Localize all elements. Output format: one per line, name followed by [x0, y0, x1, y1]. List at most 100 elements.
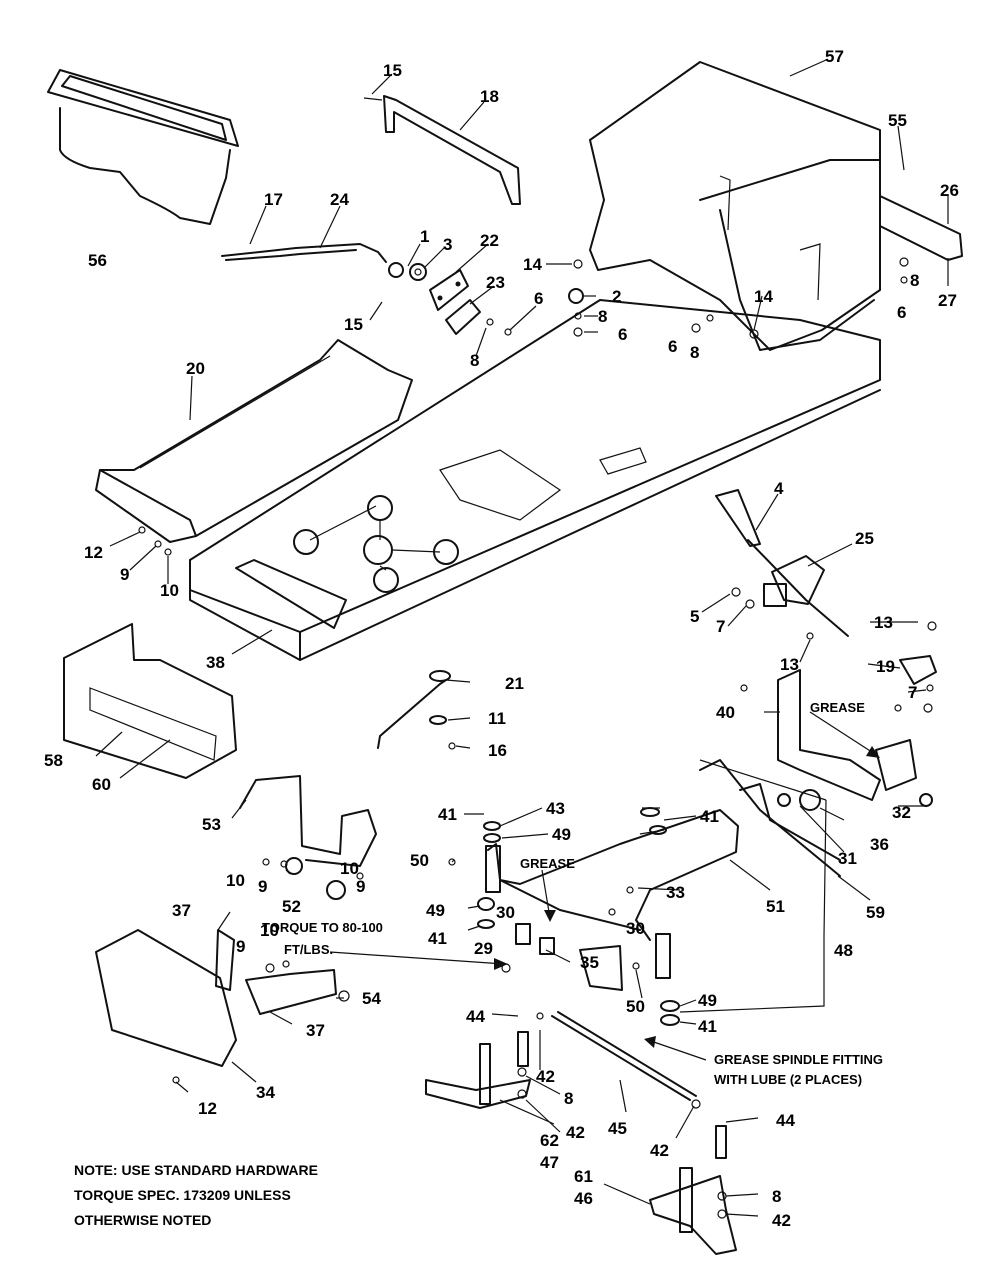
- label-52: 52: [282, 897, 301, 916]
- part-20-footrest: [95, 339, 413, 543]
- label-34: 34: [256, 1083, 275, 1102]
- label-33: 33: [666, 883, 685, 902]
- note-line-1: NOTE: USE STANDARD HARDWARE: [74, 1162, 318, 1178]
- part-34-weight: [95, 929, 337, 1067]
- label-3: 3: [443, 235, 452, 254]
- spindle-label-line1: GREASE SPINDLE FITTING: [714, 1052, 883, 1067]
- label-42b: 42: [566, 1123, 585, 1142]
- label-6d: 6: [668, 337, 677, 356]
- label-14a: 14: [523, 255, 542, 274]
- label-50a: 50: [410, 851, 429, 870]
- part-21-rod: [377, 670, 451, 749]
- label-9c: 9: [356, 877, 365, 896]
- label-15: 15: [383, 61, 402, 80]
- label-30a: 30: [496, 903, 515, 922]
- label-44b: 44: [776, 1111, 795, 1130]
- label-40: 40: [716, 703, 735, 722]
- label-41d: 41: [698, 1017, 717, 1036]
- note-line-3: OTHERWISE NOTED: [74, 1212, 212, 1228]
- label-59: 59: [866, 903, 885, 922]
- label-27: 27: [938, 291, 957, 310]
- label-42c: 42: [650, 1141, 669, 1160]
- label-23: 23: [486, 273, 505, 292]
- label-9a: 9: [120, 565, 129, 584]
- label-17: 17: [264, 190, 283, 209]
- label-62: 62: [540, 1131, 559, 1150]
- label-10c: 10: [226, 871, 245, 890]
- label-20: 20: [186, 359, 205, 378]
- label-4: 4: [774, 479, 784, 498]
- grease-label-b: GREASE: [520, 856, 575, 871]
- label-12b: 12: [198, 1099, 217, 1118]
- label-7b: 7: [908, 683, 917, 702]
- label-8b: 8: [598, 307, 607, 326]
- part-27-rail: [879, 195, 963, 261]
- part-45-tie-rod: [551, 1011, 697, 1101]
- label-38: 38: [206, 653, 225, 672]
- label-11: 11: [488, 709, 506, 728]
- label-51: 51: [766, 897, 785, 916]
- label-15b: 15: [344, 315, 363, 334]
- label-8c: 8: [690, 343, 699, 362]
- torque-label-line2: FT/LBS.: [284, 942, 333, 957]
- label-56: 56: [88, 251, 107, 270]
- annotations: GREASE GREASE TORQUE TO 80-100 FT/LBS. G…: [262, 700, 883, 1087]
- label-53: 53: [202, 815, 221, 834]
- label-16: 16: [488, 741, 507, 760]
- small-fasteners: [138, 257, 937, 1219]
- label-48: 48: [834, 941, 853, 960]
- label-8f: 8: [772, 1187, 781, 1206]
- label-46: 46: [574, 1189, 593, 1208]
- label-13a: 13: [874, 613, 893, 632]
- label-1: 1: [420, 227, 429, 246]
- part-4-lever: [715, 489, 849, 637]
- label-7a: 7: [716, 617, 725, 636]
- part-56-tray: [47, 69, 239, 225]
- label-43: 43: [546, 799, 565, 818]
- label-19: 19: [876, 657, 895, 676]
- part-40-bracket: [777, 655, 937, 801]
- label-50b: 50: [626, 997, 645, 1016]
- label-21: 21: [505, 674, 524, 693]
- label-6c: 6: [618, 325, 627, 344]
- label-22: 22: [480, 231, 499, 250]
- label-18: 18: [480, 87, 499, 106]
- label-37a: 37: [172, 901, 191, 920]
- label-8e: 8: [564, 1089, 573, 1108]
- label-41b: 41: [700, 807, 719, 826]
- label-61: 61: [574, 1167, 593, 1186]
- label-42a: 42: [536, 1067, 555, 1086]
- label-54: 54: [362, 989, 381, 1008]
- hardware-note: NOTE: USE STANDARD HARDWARE TORQUE SPEC.…: [74, 1158, 318, 1233]
- label-41a: 41: [438, 805, 457, 824]
- label-24: 24: [330, 190, 349, 209]
- note-line-2: TORQUE SPEC. 173209 UNLESS: [74, 1187, 291, 1203]
- label-9d: 9: [236, 937, 245, 956]
- part-22-23-brackets: [429, 269, 481, 335]
- label-14b: 14: [754, 287, 773, 306]
- label-60: 60: [92, 775, 111, 794]
- leader-lines: [95, 59, 949, 1217]
- label-55: 55: [888, 111, 907, 130]
- label-57: 57: [825, 47, 844, 66]
- torque-label-line1: TORQUE TO 80-100: [262, 920, 383, 935]
- label-5: 5: [690, 607, 699, 626]
- part-51-axle: [485, 809, 739, 991]
- label-26: 26: [940, 181, 959, 200]
- label-10a: 10: [160, 581, 179, 600]
- label-47: 47: [540, 1153, 559, 1172]
- label-58: 58: [44, 751, 63, 770]
- label-8d: 8: [470, 351, 479, 370]
- label-6b: 6: [534, 289, 543, 308]
- label-42d: 42: [772, 1211, 791, 1230]
- label-30b: 30: [626, 919, 645, 938]
- label-49a: 49: [552, 825, 571, 844]
- label-10d: 10: [260, 921, 279, 940]
- label-45: 45: [608, 1119, 627, 1138]
- label-32: 32: [892, 803, 911, 822]
- part-18-bar: [363, 95, 521, 205]
- label-44a: 44: [466, 1007, 485, 1026]
- part-62-spindle: [425, 1031, 531, 1109]
